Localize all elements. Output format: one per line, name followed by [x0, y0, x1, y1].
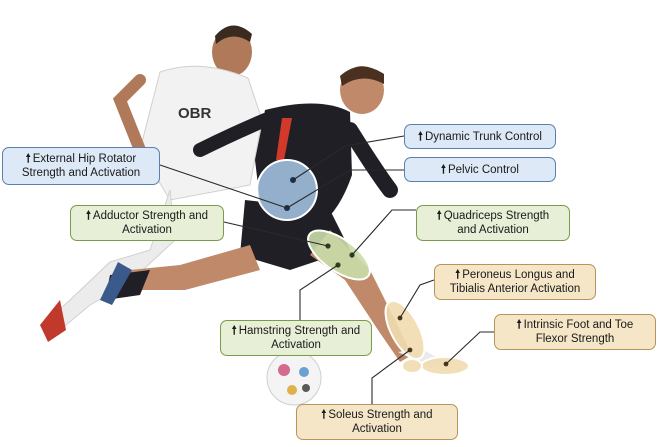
soccer-ball	[266, 350, 322, 406]
background-player: OBR	[40, 25, 263, 342]
up-arrow-icon: 🠕	[321, 409, 327, 421]
up-arrow-icon: 🠕	[418, 130, 423, 143]
up-arrow-icon: 🠕	[455, 269, 461, 281]
label-soleus: 🠕Soleus Strength and Activation	[296, 404, 458, 440]
label-intrinsic-foot: 🠕Intrinsic Foot and Toe Flexor Strength	[494, 314, 656, 350]
up-arrow-icon: 🠕	[231, 325, 237, 337]
label-pelvic-control: 🠕 Pelvic Control	[404, 157, 556, 182]
label-dynamic-trunk-control: 🠕 Dynamic Trunk Control	[404, 124, 556, 149]
label-external-hip-rotator: 🠕External Hip Rotator Strength and Activ…	[2, 147, 160, 185]
shin-marker	[384, 299, 426, 361]
label-adductor: 🠕Adductor Strength and Activation	[70, 205, 224, 241]
jersey-text: OBR	[178, 105, 212, 122]
leader-lines	[159, 135, 494, 404]
label-quadriceps: 🠕Quadriceps Strength and Activation	[416, 205, 570, 241]
label-hamstring: 🠕Hamstring Strength and Activation	[220, 320, 372, 356]
up-arrow-icon: 🠕	[516, 319, 522, 331]
thigh-marker	[307, 229, 371, 281]
up-arrow-icon: 🠕	[441, 163, 446, 176]
up-arrow-icon: 🠕	[85, 210, 91, 222]
up-arrow-icon: 🠕	[436, 210, 442, 222]
label-peroneus-tibialis: 🠕Peroneus Longus and Tibialis Anterior A…	[434, 264, 596, 300]
up-arrow-icon: 🠕	[25, 153, 31, 165]
heel-marker	[401, 358, 423, 374]
